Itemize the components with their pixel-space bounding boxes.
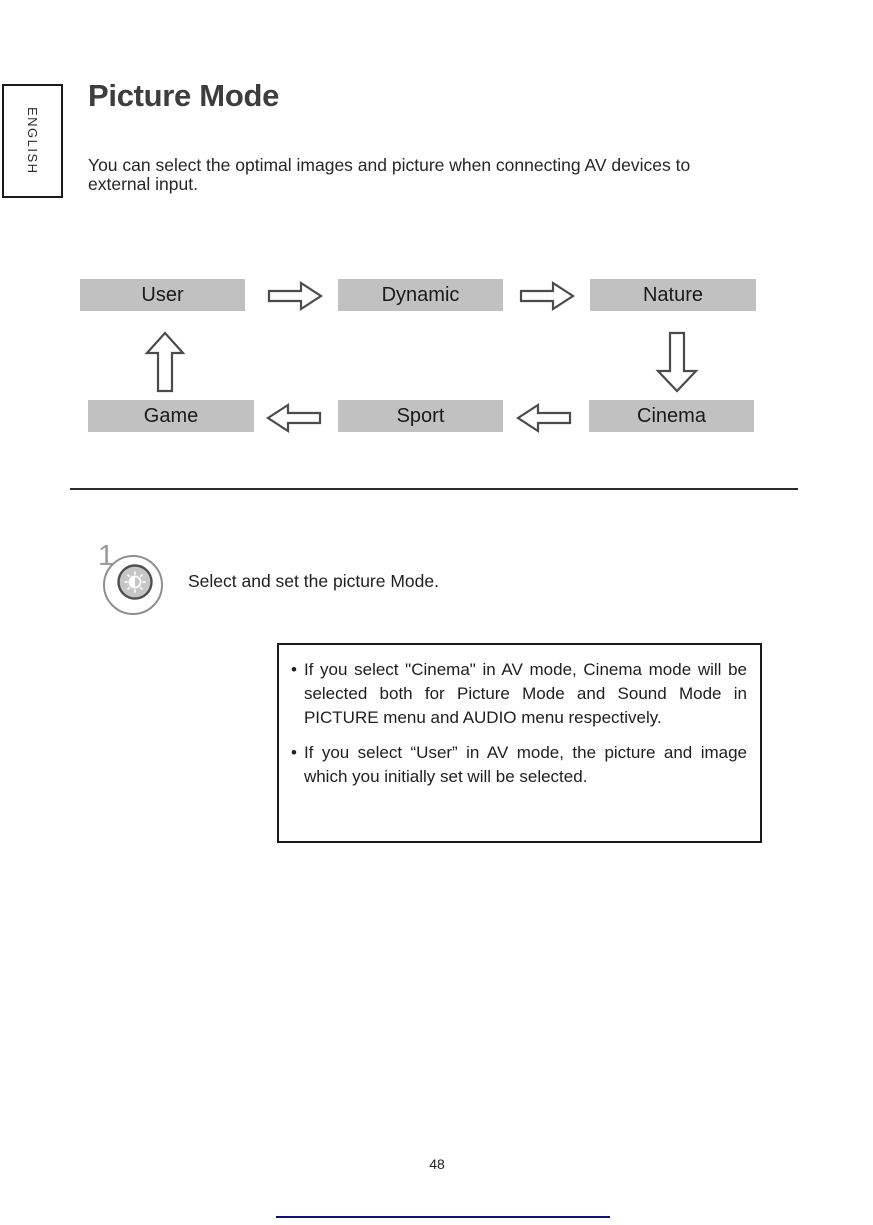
bullet-marker: • [291,743,297,762]
mode-box-game: Game [88,400,254,432]
picture-mode-button-icon [103,555,163,615]
note-bullet: • If you select “User” in AV mode, the p… [291,741,747,789]
note-bullet-text: If you select "Cinema" in AV mode, Cinem… [303,660,747,727]
right-arrow-icon [519,280,575,312]
mode-box-sport: Sport [338,400,503,432]
section-divider [70,488,798,490]
note-bullet: • If you select "Cinema" in AV mode, Cin… [291,658,747,730]
note-bullet-text: If you select “User” in AV mode, the pic… [303,743,747,786]
left-arrow-icon [516,402,572,434]
language-tab: ENGLISH [2,84,63,198]
step-instruction: Select and set the picture Mode. [188,571,439,591]
right-arrow-icon [267,280,323,312]
mode-box-dynamic: Dynamic [338,279,503,311]
left-arrow-icon [266,402,322,434]
mode-box-nature: Nature [590,279,756,311]
footer-rule [276,1216,610,1218]
page-title: Picture Mode [88,78,280,113]
down-arrow-icon [654,331,700,393]
page-description: You can select the optimal images and pi… [88,155,691,195]
page-number: 48 [429,1156,445,1172]
mode-box-cinema: Cinema [589,400,754,432]
up-arrow-icon [144,331,186,393]
mode-box-user: User [80,279,245,311]
bullet-marker: • [291,660,297,679]
note-box: • If you select "Cinema" in AV mode, Cin… [277,643,762,843]
language-tab-label: ENGLISH [25,107,40,175]
